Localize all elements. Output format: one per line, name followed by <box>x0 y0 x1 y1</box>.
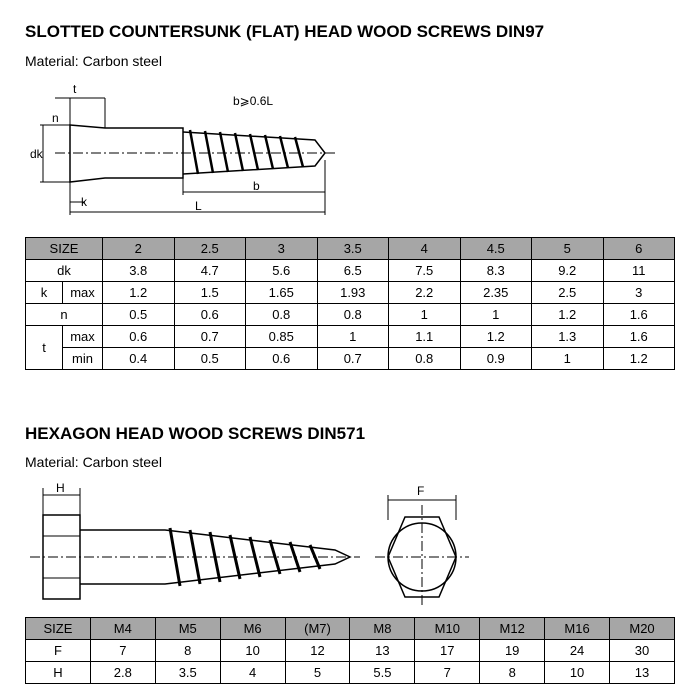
label-dk: dk <box>30 147 44 161</box>
label-n: n <box>52 111 59 125</box>
label-L: L <box>195 199 202 213</box>
label-t: t <box>73 82 77 96</box>
label-H: H <box>56 481 65 495</box>
hex-screw-diagram: H F <box>30 481 469 605</box>
label-F: F <box>417 484 424 498</box>
section1-material: Material: Carbon steel <box>25 53 162 69</box>
label-b-note: b⩾0.6L <box>233 94 273 108</box>
section2-material: Material: Carbon steel <box>25 454 162 470</box>
section2-title: HEXAGON HEAD WOOD SCREWS DIN571 <box>25 424 366 443</box>
countersunk-screw-diagram: t n dk k b L b⩾0.6L <box>30 82 335 215</box>
label-b: b <box>253 179 260 193</box>
section1-title: SLOTTED COUNTERSUNK (FLAT) HEAD WOOD SCR… <box>25 22 545 41</box>
label-k: k <box>81 195 88 209</box>
